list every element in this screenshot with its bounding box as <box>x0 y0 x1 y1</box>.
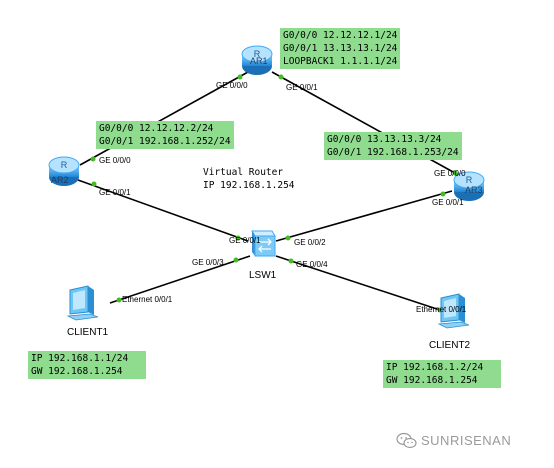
router-icon[interactable]: R <box>47 155 81 189</box>
pc-icon[interactable] <box>64 284 104 324</box>
link-dot <box>278 74 284 80</box>
client1-label: CLIENT1 <box>67 327 109 338</box>
note-line: GW 192.168.1.254 <box>386 375 478 386</box>
wechat-icon <box>396 432 418 450</box>
ar3-label: AR3 <box>465 185 483 195</box>
note-line: IP 192.168.1.2/24 <box>386 362 484 373</box>
port-label: GE 0/0/1 <box>229 236 261 245</box>
link-dot <box>285 235 291 241</box>
svg-text:R: R <box>466 175 473 185</box>
client1-config-note: IP 192.168.1.1/24 GW 192.168.1.254 <box>28 351 146 379</box>
port-label: GE 0/0/4 <box>296 260 328 269</box>
note-line: LOOPBACK1 1.1.1.1/24 <box>283 56 398 67</box>
link-lsw1-client2 <box>275 255 447 313</box>
port-label: GE 0/0/1 <box>286 83 318 92</box>
pc-icon[interactable] <box>435 292 475 332</box>
ar1-label: AR1 <box>250 56 268 66</box>
link-dot <box>440 191 446 197</box>
note-line: G0/0/0 12.12.12.2/24 <box>99 123 214 134</box>
port-label: Ethernet 0/0/1 <box>122 295 173 304</box>
svg-text:R: R <box>254 49 261 59</box>
client2-label: CLIENT2 <box>429 340 471 351</box>
link-dot <box>237 74 243 80</box>
port-label: Ethernet 0/0/1 <box>416 305 467 314</box>
port-label: GE 0/0/0 <box>434 169 466 178</box>
note-line: G0/0/1 13.13.13.1/24 <box>283 43 398 54</box>
port-label: GE 0/0/0 <box>99 156 131 165</box>
note-line: G0/0/1 192.168.1.253/24 <box>327 147 459 158</box>
link-dot <box>116 297 122 303</box>
link-ar1-ar3 <box>271 71 465 179</box>
svg-text:R: R <box>61 160 68 170</box>
switch-icon[interactable] <box>248 228 276 258</box>
link-dot <box>90 156 96 162</box>
note-line: G0/0/0 13.13.13.3/24 <box>327 134 442 145</box>
port-label: GE 0/0/0 <box>216 81 248 90</box>
link-dot <box>288 258 294 264</box>
note-line: IP 192.168.1.254 <box>203 180 295 191</box>
port-label: GE 0/0/3 <box>192 258 224 267</box>
note-line: GW 192.168.1.254 <box>31 366 123 377</box>
router-icon[interactable]: R <box>240 44 274 78</box>
link-ar1-ar2 <box>79 71 249 166</box>
link-ar2-lsw1 <box>77 179 249 242</box>
link-dot <box>235 235 241 241</box>
virtual-router-note: Virtual Router IP 192.168.1.254 <box>200 165 298 193</box>
note-line: IP 192.168.1.1/24 <box>31 353 129 364</box>
link-ar3-lsw1 <box>275 190 453 242</box>
port-label: GE 0/0/2 <box>294 238 326 247</box>
link-dot <box>91 181 97 187</box>
ar2-label: AR2 <box>51 175 69 185</box>
client2-config-note: IP 192.168.1.2/24 GW 192.168.1.254 <box>383 360 501 388</box>
watermark-text: SUNRISENAN <box>421 433 512 448</box>
router-icon[interactable]: R <box>452 170 486 204</box>
link-dot <box>233 257 239 263</box>
port-label: GE 0/0/1 <box>99 188 131 197</box>
link-lsw1-client1 <box>109 255 251 304</box>
note-line: Virtual Router <box>203 167 284 178</box>
note-line: G0/0/1 192.168.1.252/24 <box>99 136 231 147</box>
note-line: G0/0/0 12.12.12.1/24 <box>283 30 398 41</box>
port-label: GE 0/0/1 <box>432 198 464 207</box>
lsw1-label: LSW1 <box>249 270 277 281</box>
link-dot <box>452 170 458 176</box>
